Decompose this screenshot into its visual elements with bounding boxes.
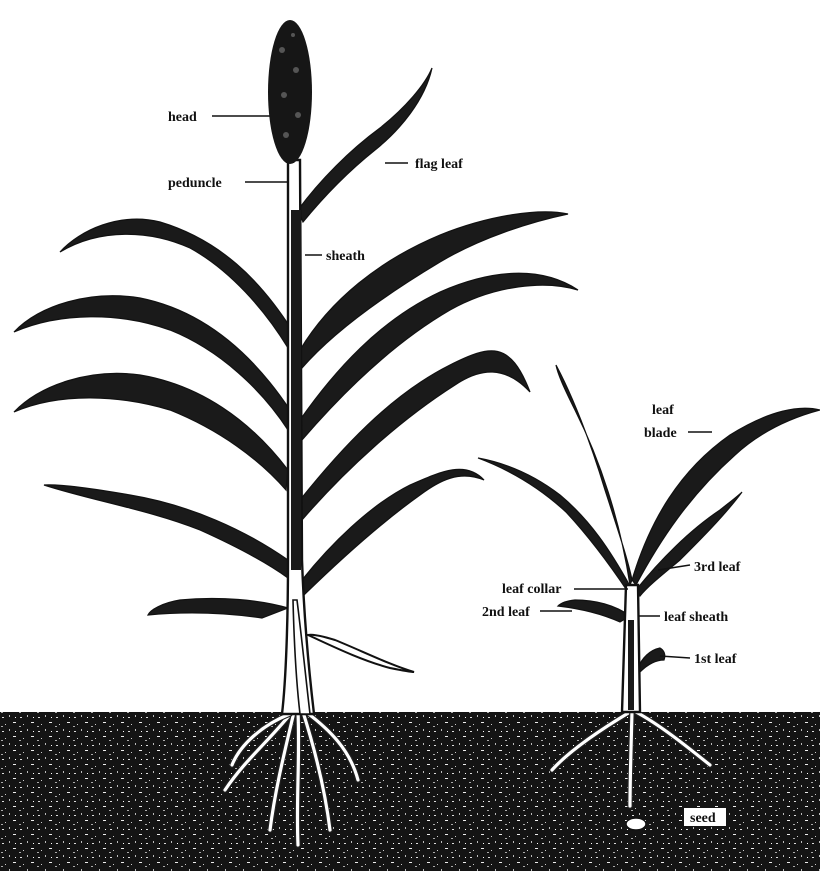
soil xyxy=(0,712,820,871)
seedling-seed xyxy=(626,818,646,830)
seedling-first-leaf xyxy=(638,648,665,672)
label-first-leaf: 1st leaf xyxy=(694,652,737,667)
label-seed: seed xyxy=(690,811,716,826)
seedling-left-leaf xyxy=(478,458,630,592)
label-leaf-sheath: leaf sheath xyxy=(664,610,728,625)
label-second-leaf: 2nd leaf xyxy=(482,605,530,620)
label-leaf-blade-line2: blade xyxy=(644,426,677,441)
seedling-tall-leaf xyxy=(556,365,632,585)
mature-plant-head xyxy=(268,20,312,164)
label-flag-leaf: flag leaf xyxy=(415,157,463,172)
label-peduncle: peduncle xyxy=(168,176,222,191)
label-third-leaf: 3rd leaf xyxy=(694,560,741,575)
label-leaf-blade-line1: leaf xyxy=(652,403,674,418)
label-leaf-collar: leaf collar xyxy=(502,582,561,597)
label-head: head xyxy=(168,110,197,125)
seedling-sheath-shade xyxy=(628,620,634,710)
label-sheath: sheath xyxy=(326,249,365,264)
mature-plant-sheath xyxy=(291,210,301,570)
